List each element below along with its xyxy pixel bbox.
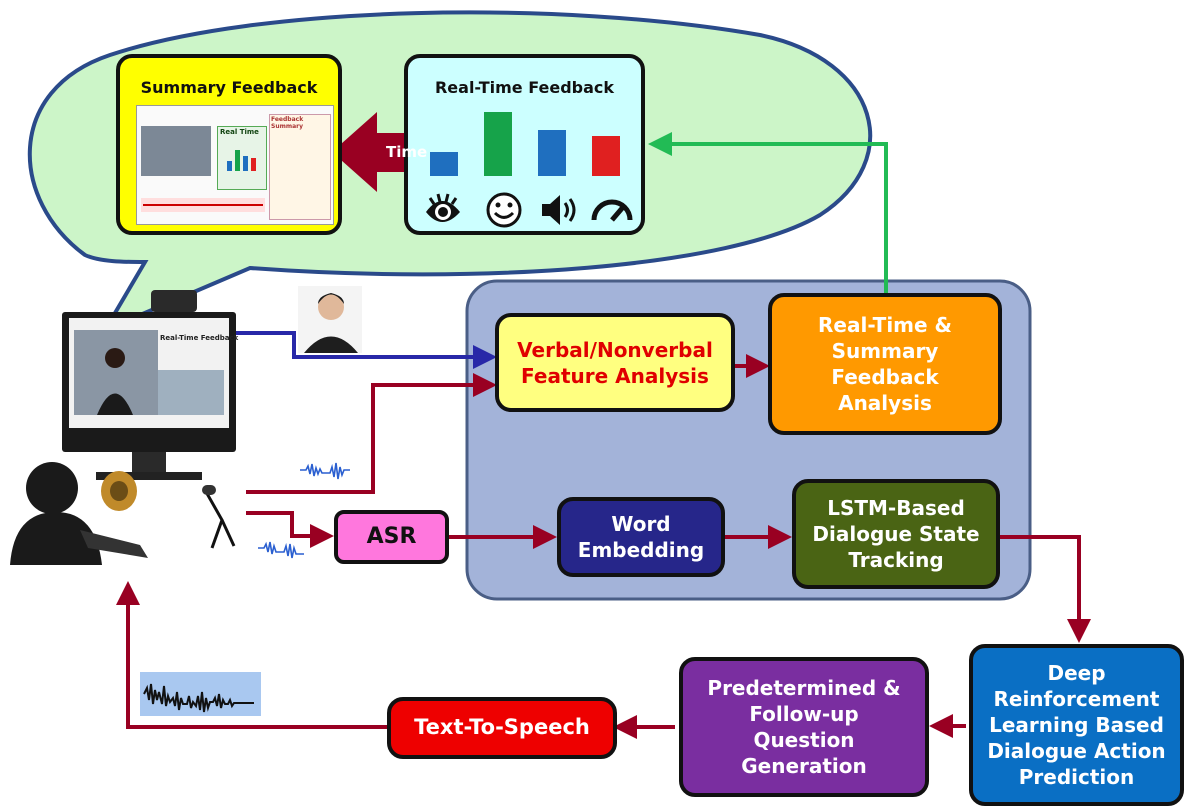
feature-analysis-line: Feature Analysis [521,363,709,388]
feedback-to-realtime-arrow [648,132,888,293]
drl-line: Learning Based [989,713,1164,737]
question-generation-line: Follow-up [749,702,859,726]
time-label: Time [386,143,428,161]
speedometer-icon [591,199,633,222]
lstm-line: Dialogue State [812,522,980,546]
asr-label: ASR [366,523,417,549]
realtime-bar-smile [484,112,512,176]
word-embedding-line: Word [611,512,671,536]
waveform-icon [258,541,304,559]
word-embedding-box: Word Embedding [557,497,725,577]
question-generation-line: Question [753,728,855,752]
monitor-illustration [62,290,236,480]
drl-line: Prediction [1018,765,1135,789]
asr-box: ASR [334,510,449,564]
speaker-volume-icon [542,195,576,225]
feedback-analysis-line: Real-Time & [818,313,952,337]
eye-icon [426,193,460,222]
waveform-icon [300,462,350,480]
lstm-box: LSTM-Based Dialogue State Tracking [792,479,1000,589]
feedback-analysis-line: Summary [831,339,939,363]
summary-screenshot: Real Time Feedback Summary [136,105,334,225]
word-embedding-line: Embedding [577,538,705,562]
lstm-line: LSTM-Based [827,496,965,520]
realtime-feedback-title: Real-Time Feedback [434,78,615,97]
avatar [298,286,362,353]
feature-analysis-line: Verbal/Nonverbal [517,337,713,362]
drl-line: Deep [1047,661,1106,685]
realtime-bar-eye-contact [430,152,458,176]
feedback-analysis-line: Feedback [831,365,939,389]
summary-panel-title: Feedback Summary [271,116,304,130]
drl-box: Deep Reinforcement Learning Based Dialog… [969,644,1184,806]
drl-line: Reinforcement [993,687,1160,711]
feedback-analysis-box: Real-Time & Summary Feedback Analysis [768,293,1002,435]
tts-to-user-arrow [116,581,387,729]
smiley-icon [486,192,522,228]
microphone-icon [203,489,236,549]
mic-to-asr-arrow [246,511,334,548]
realtime-bar-speed [592,136,620,176]
indicator-icon-row [426,192,633,228]
audio-to-feature-arrow [246,373,497,494]
time-arrow [332,112,412,192]
lstm-to-drl-arrow [1000,535,1091,643]
drl-line: Dialogue Action [987,739,1166,763]
realtime-bar-volume [538,130,566,176]
realtime-panel-title: Real Time [220,128,259,136]
speech-waveform-icon [140,672,261,716]
tts-label: Text-To-Speech [414,715,590,740]
question-generation-box: Predetermined & Follow-up Question Gener… [679,657,929,797]
question-generation-line: Generation [741,754,867,778]
video-to-feature-arrow [236,331,497,369]
feedback-analysis-line: Analysis [838,391,932,415]
realtime-bar-chart [416,110,638,176]
camera-icon [151,290,197,312]
tts-box: Text-To-Speech [387,697,617,759]
lstm-line: Tracking [848,548,944,572]
question-generation-line: Predetermined & [707,676,901,700]
user-illustration [10,462,236,565]
screen-title: Real-Time Feedback [160,334,239,342]
summary-feedback-title: Summary Feedback [140,78,318,97]
feature-analysis-box: Verbal/Nonverbal Feature Analysis [495,313,735,412]
